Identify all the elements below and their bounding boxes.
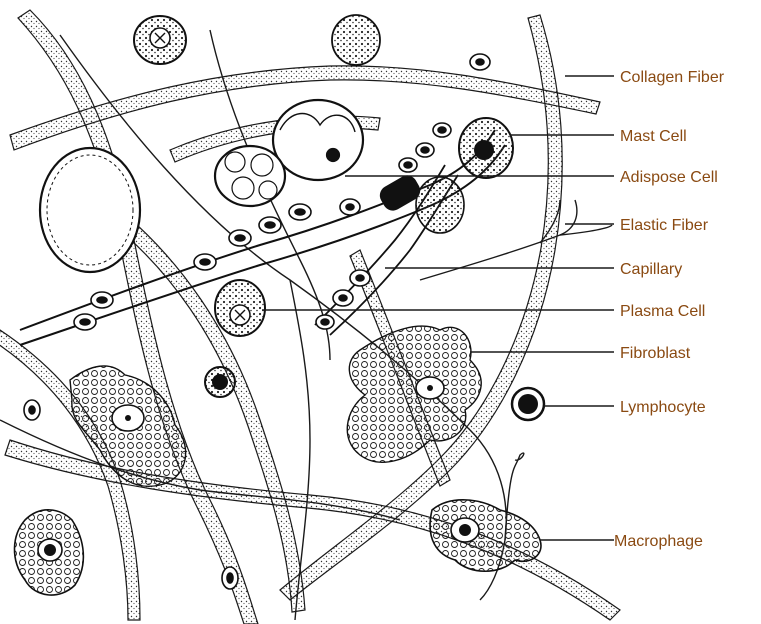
fibroblasts <box>70 326 481 486</box>
label-macrophage: Macrophage <box>614 533 703 550</box>
label-collagen-fiber: Collagen Fiber <box>620 69 725 86</box>
label-plasma-cell: Plasma Cell <box>620 303 705 320</box>
label-elastic-fiber: Elastic Fiber <box>620 217 709 234</box>
label-capillary: Capillary <box>620 261 682 278</box>
label-adipose-cell: Adispose Cell <box>620 169 718 186</box>
label-lymphocyte: Lymphocyte <box>620 399 706 416</box>
labels: Collagen Fiber Mast Cell Adispose Cell E… <box>614 69 725 550</box>
label-mast-cell: Mast Cell <box>620 128 687 145</box>
label-fibroblast: Fibroblast <box>620 345 691 362</box>
